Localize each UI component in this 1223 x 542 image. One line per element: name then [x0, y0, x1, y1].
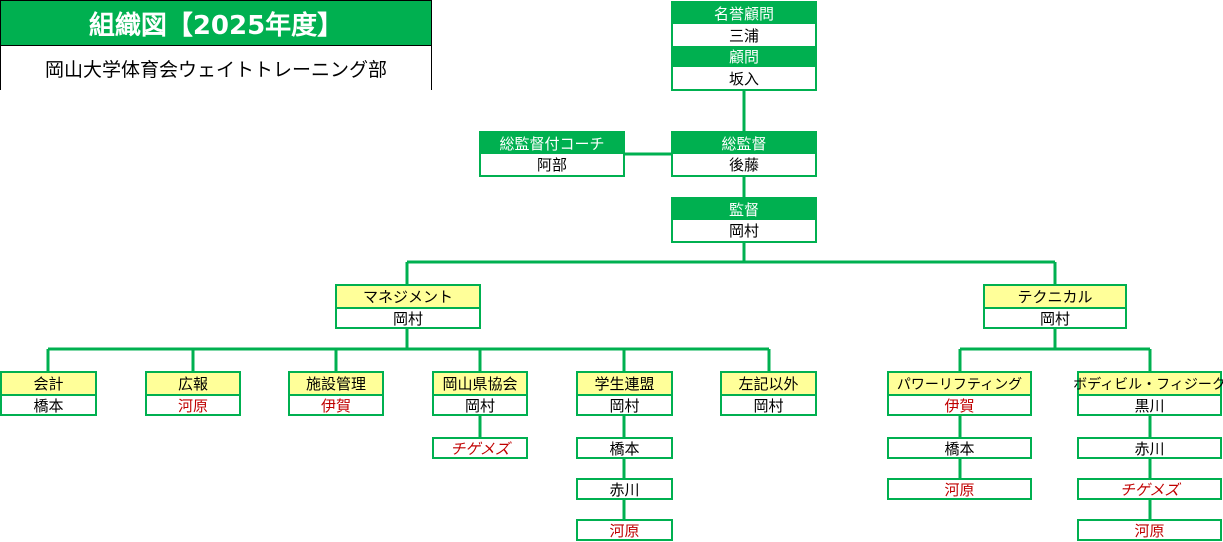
member-name: 橋本	[609, 439, 640, 458]
accounting-name: 橋本	[2, 394, 95, 415]
club-name: 岡山大学体育会ウェイトトレーニング部	[1, 46, 431, 90]
bodybuilding-node: ボディビル・フィジーク 黒川	[1073, 371, 1223, 416]
student-league-member: 河原	[576, 519, 673, 541]
pr-node: 広報 河原	[145, 371, 241, 416]
facility-node: 施設管理 伊賀	[288, 371, 384, 416]
student-league-name: 岡村	[578, 394, 671, 415]
pr-title: 広報	[147, 373, 239, 394]
coach-node: 総監督付コーチ 阿部	[479, 131, 625, 177]
pref-assoc-member: チゲメズ	[432, 437, 528, 459]
coach-name: 阿部	[536, 156, 567, 174]
powerlifting-member: 河原	[887, 478, 1032, 500]
management-title: マネジメント	[337, 286, 479, 307]
advisor-name: 坂入	[728, 69, 759, 88]
general-manager-name: 後藤	[728, 156, 759, 174]
student-league-member: 赤川	[576, 478, 673, 500]
director-name: 岡村	[728, 222, 759, 240]
general-manager-node: 総監督 後藤	[671, 131, 817, 177]
coach-title: 総監督付コーチ	[481, 133, 623, 154]
student-league-node: 学生連盟 岡村	[576, 371, 673, 416]
pr-name: 河原	[147, 394, 239, 415]
pref-assoc-name: 岡村	[434, 394, 526, 415]
chart-title: 組織図【2025年度】	[1, 1, 431, 46]
honorary-advisor-title: 名誉顧問	[673, 3, 815, 24]
member-name: 河原	[609, 521, 640, 540]
bodybuilding-member: チゲメズ	[1077, 478, 1222, 500]
student-league-member: 橋本	[576, 437, 673, 459]
powerlifting-node: パワーリフティング 伊賀	[887, 371, 1032, 416]
title-block: 組織図【2025年度】 岡山大学体育会ウェイトトレーニング部	[0, 0, 432, 90]
other-node: 左記以外 岡村	[720, 371, 817, 416]
student-league-title: 学生連盟	[578, 373, 671, 394]
technical-node: テクニカル 岡村	[983, 284, 1127, 329]
member-name: 赤川	[1134, 439, 1165, 458]
director-title: 監督	[673, 199, 815, 220]
technical-title: テクニカル	[985, 286, 1125, 307]
powerlifting-name: 伊賀	[889, 394, 1030, 415]
other-title: 左記以外	[722, 373, 815, 394]
other-name: 岡村	[722, 394, 815, 415]
member-name: チゲメズ	[450, 439, 510, 458]
member-name: 赤川	[609, 480, 640, 499]
technical-name: 岡村	[985, 307, 1125, 328]
facility-title: 施設管理	[290, 373, 382, 394]
advisor-title: 顧問	[673, 46, 815, 67]
powerlifting-title: パワーリフティング	[889, 373, 1030, 394]
advisor-node: 名誉顧問 三浦 顧問 坂入	[671, 1, 817, 91]
bodybuilding-title: ボディビル・フィジーク	[1073, 373, 1223, 394]
bodybuilding-name: 黒川	[1079, 394, 1220, 415]
bodybuilding-member: 河原	[1077, 519, 1222, 541]
bodybuilding-member: 赤川	[1077, 437, 1222, 459]
pref-assoc-node: 岡山県協会 岡村	[432, 371, 528, 416]
management-node: マネジメント 岡村	[335, 284, 481, 329]
accounting-title: 会計	[2, 373, 95, 394]
powerlifting-member: 橋本	[887, 437, 1032, 459]
honorary-advisor-name: 三浦	[728, 26, 759, 45]
member-name: 河原	[944, 480, 975, 499]
facility-name: 伊賀	[290, 394, 382, 415]
general-manager-title: 総監督	[673, 133, 815, 154]
pref-assoc-title: 岡山県協会	[434, 373, 526, 394]
member-name: 河原	[1134, 521, 1165, 540]
accounting-node: 会計 橋本	[0, 371, 97, 416]
management-name: 岡村	[337, 307, 479, 328]
member-name: 橋本	[944, 439, 975, 458]
director-node: 監督 岡村	[671, 197, 817, 243]
member-name: チゲメズ	[1119, 480, 1180, 499]
